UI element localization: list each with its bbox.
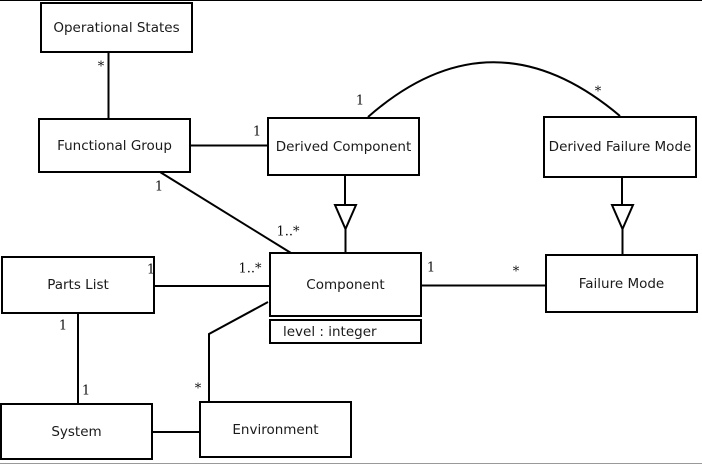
edge-environment-component: [208, 301, 269, 402]
class-name-label: Component: [306, 276, 385, 293]
class-name-label: Operational States: [53, 19, 180, 36]
class-box-derived-component: Derived Component: [267, 117, 420, 176]
class-box-component-attributes-compartment: level : integer: [269, 319, 422, 344]
attribute-label: level : integer: [283, 323, 377, 340]
class-box-environment: Environment: [199, 401, 352, 458]
class-box-failure-mode: Failure Mode: [545, 254, 698, 313]
multiplicity-label: *: [194, 381, 202, 397]
multiplicity-label: 1: [355, 93, 365, 109]
class-name-label: Environment: [232, 421, 319, 438]
class-box-functional-group: Functional Group: [38, 118, 191, 173]
multiplicity-label: 1: [154, 179, 164, 195]
multiplicity-label: 1: [252, 124, 262, 140]
class-box-derived-failure-mode: Derived Failure Mode: [543, 116, 697, 178]
multiplicity-label: 1..*: [238, 261, 262, 277]
class-box-operational-states: Operational States: [40, 2, 193, 53]
class-box-component-name-compartment: Component: [269, 252, 422, 317]
multiplicity-label: *: [97, 59, 105, 75]
class-name-label: Failure Mode: [578, 275, 665, 292]
class-name-label: System: [51, 423, 102, 440]
edge-functional-group-component: [159, 171, 292, 254]
multiplicity-label: 1: [81, 383, 91, 399]
multiplicity-label: *: [512, 264, 520, 280]
generalization-arrowhead-component: [333, 204, 358, 232]
class-box-system: System: [0, 403, 153, 460]
class-name-label: Derived Failure Mode: [548, 139, 692, 155]
multiplicity-label: 1..*: [276, 224, 300, 240]
window-top-edge: [0, 0, 702, 1]
multiplicity-label: 1: [146, 262, 156, 278]
multiplicity-label: *: [594, 84, 602, 100]
multiplicity-label: 1: [426, 260, 436, 276]
class-name-label: Parts List: [47, 277, 109, 293]
generalization-arrowhead-failure-mode: [610, 204, 635, 232]
class-name-label: Derived Component: [275, 138, 412, 155]
multiplicity-label: 1: [58, 318, 68, 334]
class-name-label: Functional Group: [57, 137, 172, 154]
edge-derived-component-derived-failure-mode-arc: [367, 61, 621, 118]
class-box-parts-list: Parts List: [1, 256, 155, 314]
